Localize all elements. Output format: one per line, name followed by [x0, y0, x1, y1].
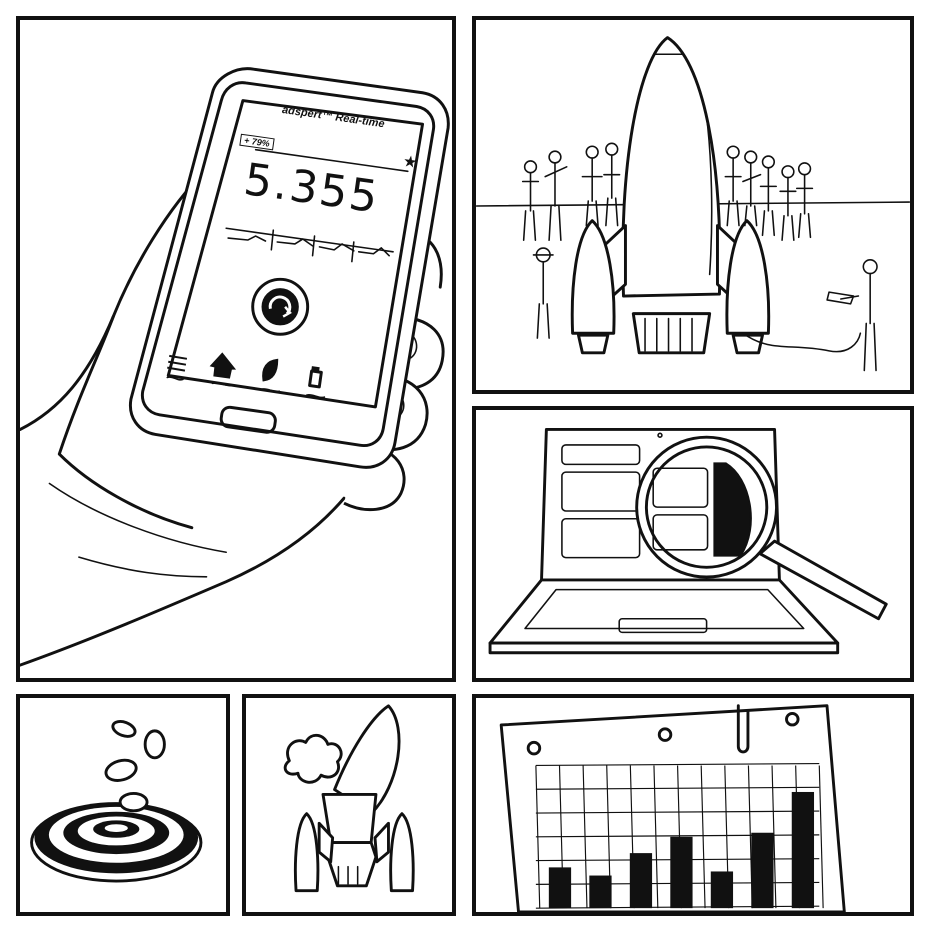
grid-line — [535, 786, 820, 790]
grid-line — [771, 765, 777, 909]
rocket-crowd-illustration — [476, 36, 910, 372]
hand-phone-illustration — [20, 67, 450, 667]
panel-coins-target — [16, 694, 230, 916]
star-icon: ★ — [401, 153, 419, 172]
chart-bar-6 — [751, 832, 774, 909]
coin-icon — [104, 720, 166, 813]
menu-icon — [167, 354, 188, 372]
chart-bar-1 — [548, 867, 572, 909]
laptop-magnifier-illustration — [488, 427, 888, 655]
chart-bar-5 — [710, 871, 734, 909]
grid-line — [653, 765, 659, 909]
panel-rocket-launch — [242, 694, 456, 916]
chart-bar-3 — [629, 853, 653, 909]
panel-phone: adspert™ Real-time + 79% 5.355 ★ — [16, 16, 456, 682]
coins-target-illustration — [30, 720, 203, 883]
chart-bar-7 — [791, 791, 815, 909]
paperclip-icon — [736, 704, 750, 754]
home-icon — [209, 352, 237, 379]
panel-laptop-magnifier — [472, 406, 914, 682]
grid-line — [700, 765, 706, 909]
chart-bar-4 — [670, 836, 693, 909]
rocket-launch-illustration — [283, 704, 415, 893]
panel-rocket-crowd — [472, 16, 914, 394]
chart-bar-2 — [589, 875, 612, 909]
panel-bar-chart — [472, 694, 914, 916]
grid-line — [535, 810, 820, 814]
leaf-icon — [262, 358, 279, 382]
ring-hole — [785, 711, 800, 727]
grid-line — [535, 762, 820, 767]
battery-icon — [308, 366, 323, 389]
ring-hole — [526, 740, 542, 756]
bar-chart — [499, 704, 846, 912]
ring-hole — [657, 727, 673, 742]
grid-line — [818, 765, 824, 909]
